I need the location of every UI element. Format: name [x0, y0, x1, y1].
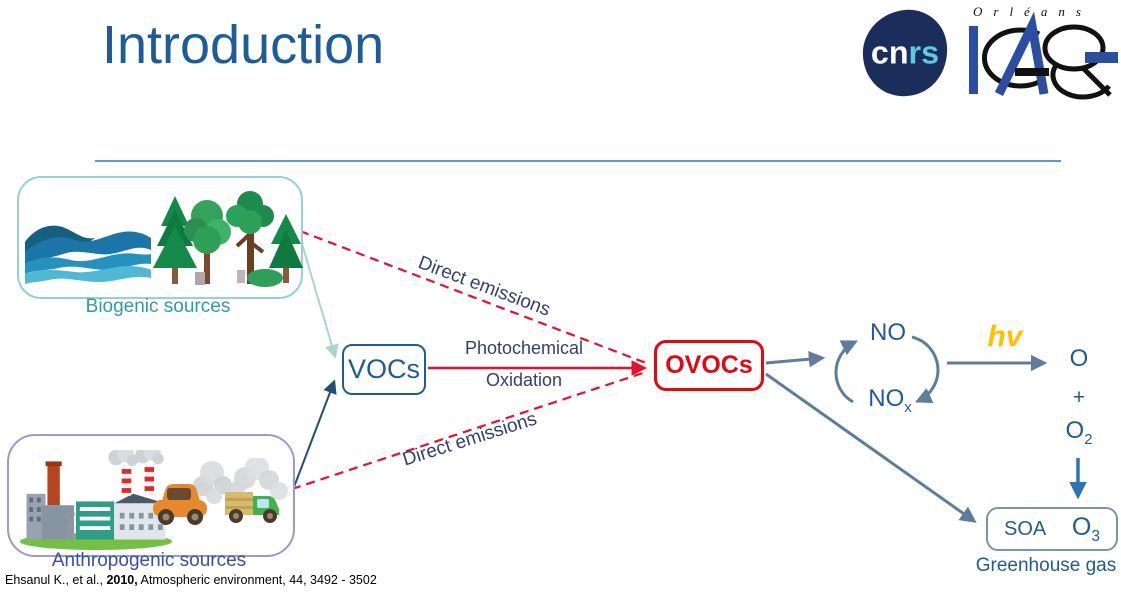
icare-letter-e-arc	[1050, 62, 1111, 100]
title-divider	[95, 160, 1061, 162]
hv-label: hv	[987, 320, 1023, 353]
nox-label: NOx	[854, 385, 926, 416]
no-label: NO	[870, 319, 906, 346]
o-label: O	[1069, 345, 1089, 372]
anthropogenic-sources-box	[7, 434, 295, 557]
truck-icon	[225, 492, 279, 523]
anthropogenic-sources-label: Anthropogenic sources	[51, 550, 247, 571]
citation-rest: Atmospheric environment, 44, 3492 - 3502	[137, 573, 377, 587]
page-title: Introduction	[102, 15, 385, 75]
photochemical-label-line2: Oxidation	[485, 370, 563, 390]
o2-label: O2	[1058, 417, 1100, 448]
ocean-waves-icon	[25, 225, 151, 284]
svg-text:cnrs: cnrs	[871, 35, 939, 71]
nox-cycle-arc-left	[834, 340, 858, 404]
nox-cycle-arc-right	[911, 335, 940, 404]
soa-o3-box: SOA O3	[986, 507, 1118, 551]
o3-label: O3	[1072, 513, 1100, 546]
icare-city-text: Orléans	[973, 4, 1092, 19]
photochemical-label-line1: Photochemical	[464, 338, 584, 358]
icare-letter-a-bar	[1015, 68, 1049, 76]
soa-label: SOA	[1004, 517, 1047, 540]
o3-base: O	[1071, 512, 1092, 541]
cnrs-logo: cnrs	[862, 9, 948, 97]
car-exhaust-smoke	[193, 461, 232, 504]
ovocs-node: OVOCs	[654, 340, 764, 391]
icare-letter-r	[1042, 24, 1106, 72]
cnrs-text-rs: rs	[909, 35, 940, 71]
citation-prefix: Ehsanul K., et al.,	[5, 573, 107, 587]
nox-base: NO	[868, 385, 905, 412]
o2-sub: 2	[1084, 431, 1093, 448]
biogenic-sources-box	[17, 176, 303, 299]
arrow-biogenic-to-vocs	[299, 236, 339, 359]
factory-icon	[19, 450, 173, 550]
arrow-ovocs-to-soa	[765, 372, 977, 523]
vocs-node: VOCs	[342, 344, 426, 395]
o2-base: O	[1065, 417, 1085, 444]
o3-sub: 3	[1091, 527, 1100, 545]
icare-letter-e-bar	[1085, 52, 1118, 63]
cnrs-logo-blob	[862, 9, 948, 97]
icare-letter-i	[969, 26, 978, 94]
dashed-direct-emissions-bottom	[291, 370, 647, 491]
greenhouse-gas-label: Greenhouse gas	[975, 555, 1117, 576]
icare-letter-c	[982, 27, 1041, 89]
citation: Ehsanul K., et al., 2010, Atmospheric en…	[5, 573, 377, 587]
biogenic-sources-label: Biogenic sources	[85, 296, 231, 317]
plus-label: +	[1072, 386, 1086, 409]
ovocs-label: OVOCs	[665, 351, 753, 379]
forest-trees-icon	[153, 191, 303, 287]
cnrs-text-cn: cn	[871, 35, 909, 71]
vocs-label: VOCs	[347, 354, 420, 384]
dashed-direct-emissions-top	[299, 229, 647, 365]
icare-logo: Orléans	[969, 4, 1118, 100]
arrow-ovocs-to-nox-cycle	[765, 350, 826, 368]
arrow-anthropogenic-to-vocs	[293, 379, 337, 488]
vehicles-icon	[153, 458, 288, 525]
citation-year: 2010,	[106, 573, 138, 587]
nox-sub: x	[904, 399, 912, 416]
car-icon	[153, 484, 207, 525]
